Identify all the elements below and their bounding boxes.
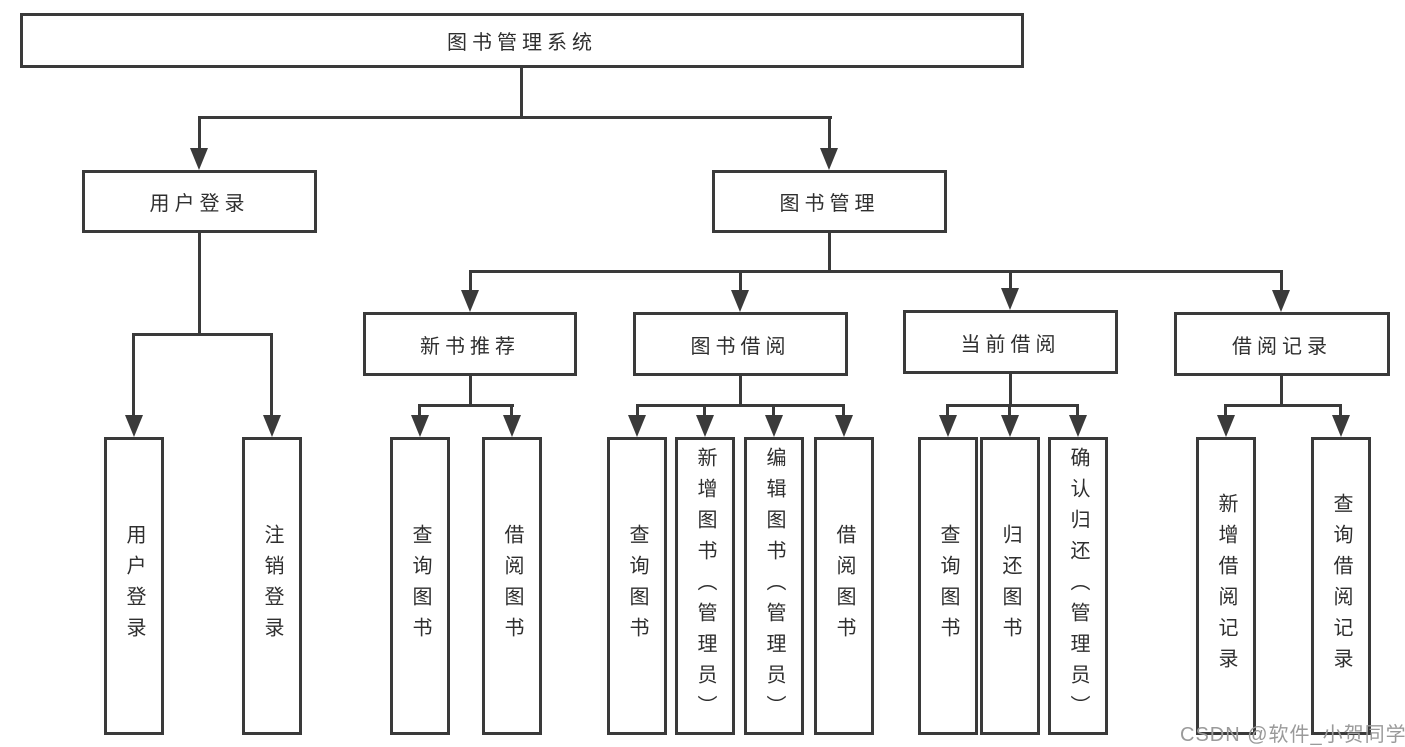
connector-line — [739, 376, 742, 407]
connector-line — [946, 404, 949, 417]
node-borrow-records: 借阅记录 — [1174, 312, 1390, 376]
connector-line — [1009, 374, 1012, 407]
node-library-system: 图书管理系统 — [20, 13, 1024, 68]
connector-line — [418, 404, 514, 407]
connector-line — [469, 270, 1283, 273]
arrowhead-icon — [263, 415, 281, 437]
node-book-management: 图书管理 — [712, 170, 947, 233]
arrowhead-icon — [503, 415, 521, 437]
leaf-bb-borrow-book: 借阅图书 — [814, 437, 874, 735]
leaf-br-query-record: 查询借阅记录 — [1311, 437, 1371, 735]
connector-line — [198, 116, 201, 150]
leaf-bb-edit-book-admin: 编辑图书（管理员） — [744, 437, 804, 735]
leaf-logout: 注销登录 — [242, 437, 302, 735]
connector-line — [469, 376, 472, 407]
leaf-bb-query-book: 查询图书 — [607, 437, 667, 735]
node-user-login: 用户登录 — [82, 170, 317, 233]
connector-line — [132, 333, 135, 417]
csdn-watermark: CSDN @软件_小贺同学 — [1180, 724, 1405, 746]
connector-line — [828, 116, 831, 150]
connector-line — [1339, 404, 1342, 417]
arrowhead-icon — [835, 415, 853, 437]
connector-line — [520, 68, 523, 119]
arrowhead-icon — [1069, 415, 1087, 437]
connector-line — [828, 233, 831, 273]
leaf-bb-add-book-admin: 新增图书（管理员） — [675, 437, 735, 735]
connector-line — [842, 404, 845, 417]
arrowhead-icon — [190, 148, 208, 170]
connector-line — [1224, 404, 1342, 407]
connector-line — [1280, 376, 1283, 407]
arrowhead-icon — [1332, 415, 1350, 437]
connector-line — [772, 404, 775, 417]
arrowhead-icon — [939, 415, 957, 437]
connector-line — [1224, 404, 1227, 417]
connector-line — [703, 404, 706, 417]
leaf-rec-borrow-book: 借阅图书 — [482, 437, 542, 735]
connector-line — [1008, 404, 1011, 417]
arrowhead-icon — [628, 415, 646, 437]
connector-line — [636, 404, 845, 407]
connector-line — [946, 404, 1079, 407]
connector-line — [198, 116, 832, 119]
node-book-borrowing: 图书借阅 — [633, 312, 848, 376]
leaf-rec-query-book: 查询图书 — [390, 437, 450, 735]
leaf-br-add-record: 新增借阅记录 — [1196, 437, 1256, 735]
connector-line — [132, 333, 273, 336]
node-new-book-recommend: 新书推荐 — [363, 312, 577, 376]
leaf-cb-confirm-return-admin: 确认归还（管理员） — [1048, 437, 1108, 735]
leaf-user-login: 用户登录 — [104, 437, 164, 735]
leaf-cb-return-book: 归还图书 — [980, 437, 1040, 735]
arrowhead-icon — [731, 290, 749, 312]
connector-line — [1280, 270, 1283, 292]
connector-line — [198, 233, 201, 336]
node-current-borrowing: 当前借阅 — [903, 310, 1118, 374]
arrowhead-icon — [1001, 288, 1019, 310]
connector-line — [469, 270, 472, 292]
arrowhead-icon — [461, 290, 479, 312]
connector-line — [510, 404, 513, 417]
arrowhead-icon — [820, 148, 838, 170]
connector-line — [636, 404, 639, 417]
leaf-cb-query-book: 查询图书 — [918, 437, 978, 735]
connector-line — [739, 270, 742, 292]
arrowhead-icon — [1001, 415, 1019, 437]
arrowhead-icon — [1272, 290, 1290, 312]
arrowhead-icon — [1217, 415, 1235, 437]
arrowhead-icon — [125, 415, 143, 437]
connector-line — [270, 333, 273, 417]
arrowhead-icon — [765, 415, 783, 437]
arrowhead-icon — [411, 415, 429, 437]
arrowhead-icon — [696, 415, 714, 437]
connector-line — [1076, 404, 1079, 417]
connector-line — [1009, 270, 1012, 292]
connector-line — [418, 404, 421, 417]
